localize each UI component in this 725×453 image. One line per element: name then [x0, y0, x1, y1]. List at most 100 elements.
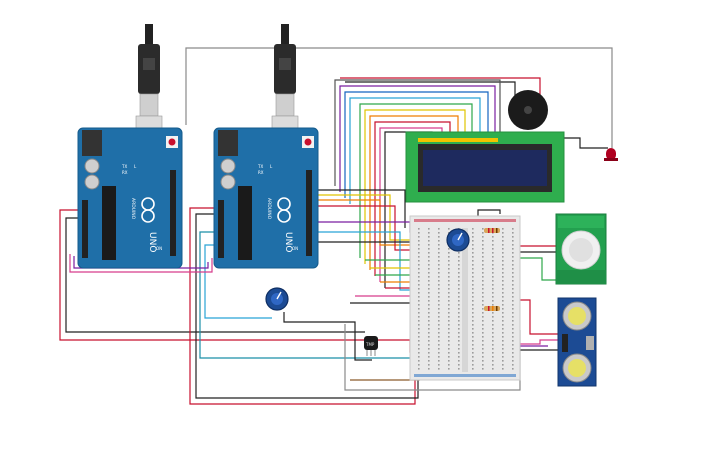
breadboard-hole[interactable]: [512, 360, 514, 362]
breadboard-hole[interactable]: [438, 264, 440, 266]
breadboard-hole[interactable]: [512, 260, 514, 262]
breadboard-hole[interactable]: [492, 236, 494, 238]
breadboard-hole[interactable]: [448, 228, 450, 230]
breadboard-hole[interactable]: [472, 316, 474, 318]
wire-black-buzzer[interactable]: [345, 81, 516, 98]
breadboard-hole[interactable]: [492, 332, 494, 334]
breadboard-hole[interactable]: [418, 328, 420, 330]
breadboard-hole[interactable]: [428, 296, 430, 298]
breadboard-hole[interactable]: [472, 244, 474, 246]
breadboard-hole[interactable]: [502, 328, 504, 330]
breadboard-hole[interactable]: [512, 272, 514, 274]
breadboard-hole[interactable]: [438, 296, 440, 298]
breadboard-hole[interactable]: [482, 256, 484, 258]
breadboard-hole[interactable]: [458, 356, 460, 358]
breadboard-hole[interactable]: [472, 296, 474, 298]
breadboard-hole[interactable]: [492, 356, 494, 358]
breadboard-hole[interactable]: [482, 332, 484, 334]
breadboard-hole[interactable]: [472, 352, 474, 354]
breadboard-hole[interactable]: [502, 340, 504, 342]
breadboard-hole[interactable]: [492, 288, 494, 290]
breadboard-hole[interactable]: [502, 332, 504, 334]
breadboard-hole[interactable]: [428, 256, 430, 258]
wire-lcd-1[interactable]: [334, 79, 501, 186]
breadboard-hole[interactable]: [492, 324, 494, 326]
breadboard-hole[interactable]: [512, 316, 514, 318]
breadboard-hole[interactable]: [418, 260, 420, 262]
breadboard-hole[interactable]: [448, 300, 450, 302]
breadboard-hole[interactable]: [472, 256, 474, 258]
breadboard-hole[interactable]: [458, 300, 460, 302]
breadboard-hole[interactable]: [472, 360, 474, 362]
breadboard-hole[interactable]: [482, 284, 484, 286]
breadboard-hole[interactable]: [418, 276, 420, 278]
breadboard-hole[interactable]: [502, 356, 504, 358]
breadboard-hole[interactable]: [448, 352, 450, 354]
breadboard-hole[interactable]: [512, 288, 514, 290]
wire-lcd-2[interactable]: [339, 85, 496, 192]
breadboard-hole[interactable]: [438, 312, 440, 314]
breadboard-hole[interactable]: [512, 320, 514, 322]
breadboard-hole[interactable]: [512, 340, 514, 342]
breadboard-hole[interactable]: [512, 228, 514, 230]
breadboard-hole[interactable]: [448, 268, 450, 270]
wire-red-buzzer[interactable]: [340, 77, 541, 98]
breadboard-hole[interactable]: [428, 236, 430, 238]
breadboard-hole[interactable]: [502, 300, 504, 302]
breadboard-hole[interactable]: [482, 260, 484, 262]
breadboard-hole[interactable]: [448, 276, 450, 278]
breadboard-hole[interactable]: [438, 352, 440, 354]
breadboard-hole[interactable]: [502, 308, 504, 310]
breadboard-hole[interactable]: [428, 284, 430, 286]
breadboard-hole[interactable]: [492, 364, 494, 366]
breadboard-hole[interactable]: [512, 252, 514, 254]
breadboard-hole[interactable]: [472, 292, 474, 294]
breadboard-hole[interactable]: [502, 236, 504, 238]
breadboard-hole[interactable]: [502, 244, 504, 246]
breadboard-hole[interactable]: [472, 320, 474, 322]
resistor-2[interactable]: [484, 306, 500, 311]
breadboard-hole[interactable]: [482, 292, 484, 294]
breadboard-hole[interactable]: [458, 324, 460, 326]
breadboard-hole[interactable]: [512, 248, 514, 250]
breadboard-hole[interactable]: [512, 356, 514, 358]
breadboard-hole[interactable]: [472, 284, 474, 286]
breadboard-hole[interactable]: [418, 300, 420, 302]
breadboard-hole[interactable]: [438, 308, 440, 310]
breadboard-hole[interactable]: [492, 316, 494, 318]
breadboard-hole[interactable]: [418, 336, 420, 338]
breadboard-hole[interactable]: [472, 368, 474, 370]
wire-lcd-3[interactable]: [344, 91, 489, 198]
breadboard-hole[interactable]: [448, 360, 450, 362]
breadboard-hole[interactable]: [492, 248, 494, 250]
breadboard-hole[interactable]: [458, 316, 460, 318]
breadboard-hole[interactable]: [482, 244, 484, 246]
breadboard-hole[interactable]: [512, 232, 514, 234]
breadboard-hole[interactable]: [448, 368, 450, 370]
breadboard-hole[interactable]: [418, 272, 420, 274]
breadboard-hole[interactable]: [458, 352, 460, 354]
breadboard-hole[interactable]: [458, 304, 460, 306]
breadboard-hole[interactable]: [502, 252, 504, 254]
breadboard-hole[interactable]: [482, 336, 484, 338]
breadboard-hole[interactable]: [502, 360, 504, 362]
breadboard-hole[interactable]: [512, 300, 514, 302]
arduino-board-2[interactable]: UNO ARDUINO TX RX L ON: [213, 127, 319, 269]
breadboard-hole[interactable]: [458, 312, 460, 314]
breadboard-hole[interactable]: [428, 272, 430, 274]
breadboard-hole[interactable]: [492, 312, 494, 314]
breadboard-hole[interactable]: [438, 368, 440, 370]
breadboard-hole[interactable]: [512, 348, 514, 350]
breadboard-hole[interactable]: [512, 268, 514, 270]
breadboard-hole[interactable]: [428, 300, 430, 302]
breadboard-hole[interactable]: [438, 340, 440, 342]
breadboard-hole[interactable]: [512, 264, 514, 266]
breadboard-hole[interactable]: [492, 340, 494, 342]
breadboard-hole[interactable]: [438, 304, 440, 306]
breadboard-hole[interactable]: [482, 368, 484, 370]
breadboard-hole[interactable]: [482, 316, 484, 318]
breadboard-hole[interactable]: [512, 304, 514, 306]
breadboard-hole[interactable]: [512, 296, 514, 298]
breadboard-hole[interactable]: [458, 280, 460, 282]
breadboard-hole[interactable]: [448, 264, 450, 266]
